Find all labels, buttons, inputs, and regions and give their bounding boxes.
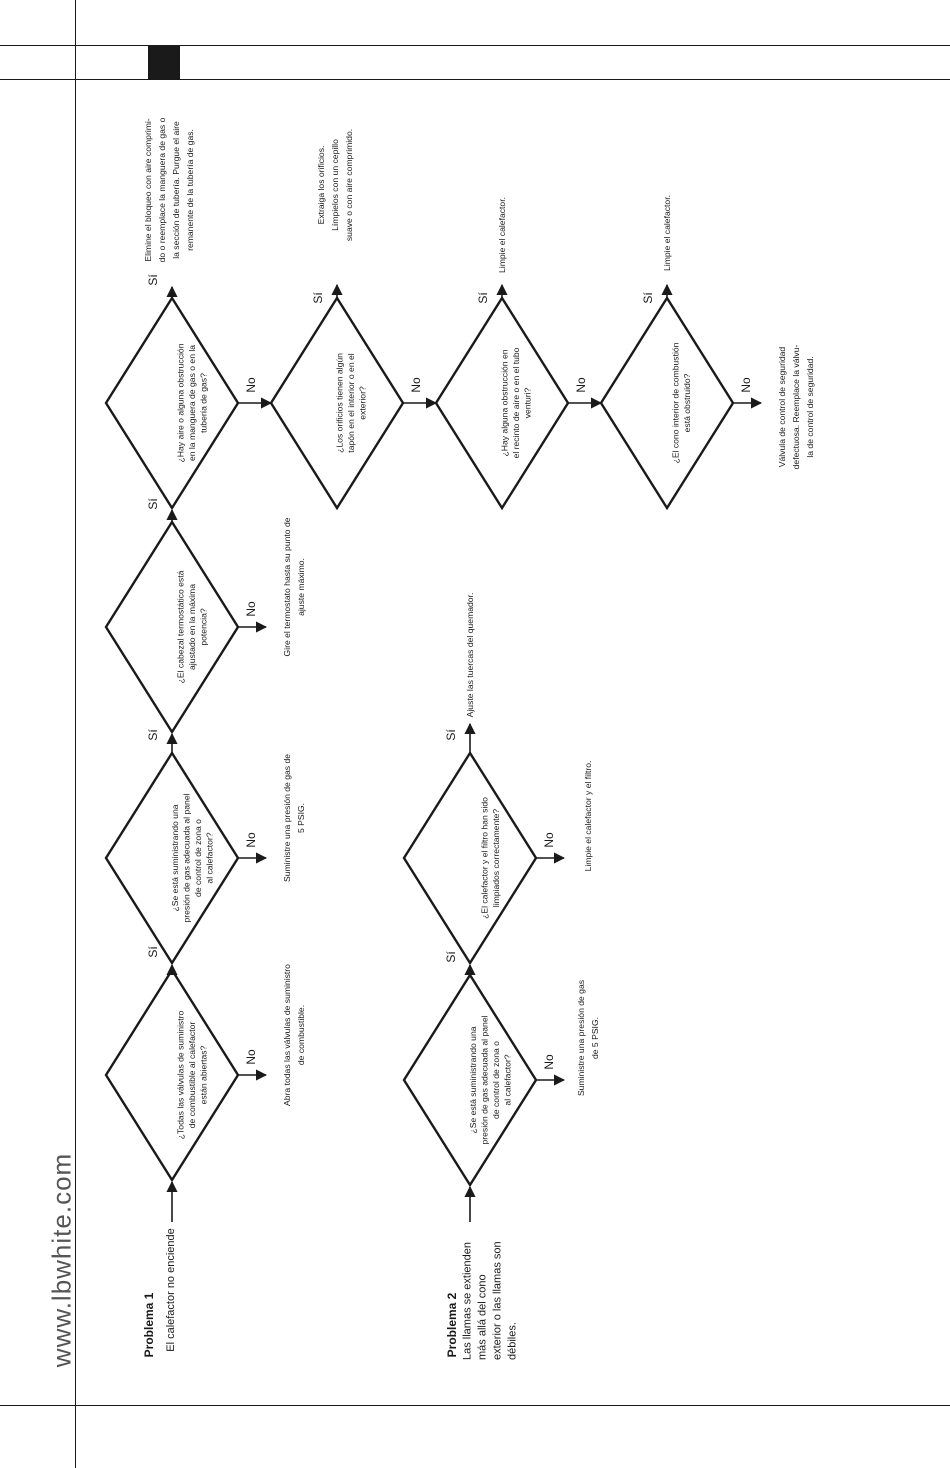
action-yes-p1-5: Extraiga los orificios.Límpielos con un …: [316, 129, 354, 241]
top-rule: [0, 45, 950, 46]
label-yes-p1-2: Sí: [146, 729, 160, 741]
problem-1-title: Problema 1: [142, 1292, 156, 1357]
label-yes-p1-4: Sí: [146, 274, 160, 286]
label-no-p1-2: No: [244, 832, 258, 848]
bottom-rule: [0, 1405, 950, 1406]
decision-p1-1: [104, 967, 240, 1183]
label-no-p2-2: No: [542, 832, 556, 848]
action-yes-p1-6: Limpie el calefactor.: [497, 197, 507, 273]
problem-2-title: Problema 2: [445, 1292, 459, 1357]
action-yes-p1-4: Elimine el bloqueo con aire comprimi-do …: [143, 117, 195, 262]
header-rule: [0, 79, 950, 80]
left-margin-rule: [75, 0, 76, 1468]
label-yes-p1-6: Sí: [476, 292, 490, 304]
label-yes-p1-1: Sí: [146, 946, 160, 958]
label-no-p1-4: No: [244, 377, 258, 393]
decision-p1-4: [104, 295, 240, 511]
label-yes-p1-7: Sí: [641, 292, 655, 304]
page-tab-marker: [148, 46, 180, 79]
label-yes-p2-1: Sí: [444, 951, 458, 963]
problem-1-description: El calefactor no enciende: [165, 1228, 177, 1352]
decision-p2-2: [402, 750, 538, 966]
label-no-p1-7: No: [739, 377, 753, 393]
label-no-p1-3: No: [244, 601, 258, 617]
label-no-p1-5: No: [409, 377, 423, 393]
label-no-p1-6: No: [574, 377, 588, 393]
label-yes-p1-3: Sí: [146, 498, 160, 510]
label-no-p1-1: No: [244, 1049, 258, 1065]
label-yes-p2-2: Sí: [444, 729, 458, 741]
action-no-p2-2: Limpie el calefactor y el filtro.: [583, 761, 593, 872]
label-no-p2-1: No: [542, 1054, 556, 1070]
decision-p1-7: [599, 295, 735, 511]
action-yes-p2-2: Ajuste las tuercas del quemador.: [465, 593, 475, 718]
label-yes-p1-5: Sí: [311, 292, 325, 304]
decision-p1-3: [104, 519, 240, 735]
action-yes-p1-7: Limpie el calefactor.: [662, 195, 672, 271]
